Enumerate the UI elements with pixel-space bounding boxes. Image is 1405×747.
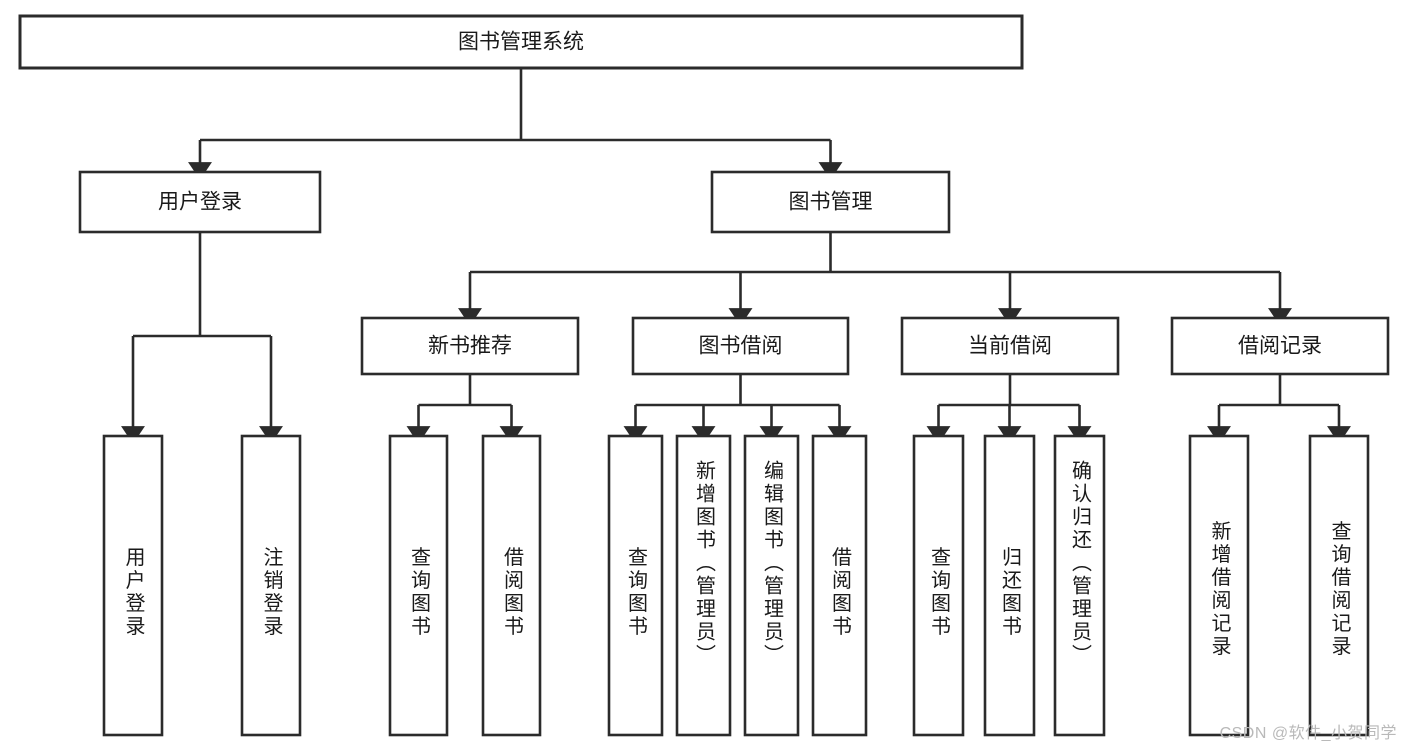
node-box (1188, 434, 1250, 737)
root-node-1-node-e59bbee4b9a6e7aea1e79086e7b3bbe7bb9f[interactable]: 图书管理系统 (18, 14, 1024, 70)
leaf-node-11-node-e7a1aee8aea4e5bd92e8bf98efbc88e7aea1e79086e59198efbc89[interactable]: 确认归还（管理员） (1053, 434, 1106, 737)
node-label: 当前借阅 (968, 335, 1052, 358)
node-box (102, 434, 164, 737)
level3-node-2-node-e59bbee4b9a6e5809fe99885[interactable]: 图书借阅 (631, 316, 850, 376)
node-box (743, 434, 800, 737)
leaf-node-1-node-e794a8e688b7e799bbe5bd95[interactable]: 用户登录 (102, 434, 164, 737)
node-box (1308, 434, 1370, 737)
node-box (607, 434, 664, 737)
leaf-node-4-node-e5809fe99885e59bbee4b9a6[interactable]: 借阅图书 (481, 434, 542, 737)
node-box (811, 434, 868, 737)
node-box (1053, 434, 1106, 737)
leaf-node-10-node-e5bd92e8bf98e59bbee4b9a6[interactable]: 归还图书 (983, 434, 1036, 737)
node-label: 新增借阅记录 (1208, 520, 1231, 658)
node-label: 借阅图书 (501, 546, 524, 638)
node-label: 图书管理系统 (458, 31, 584, 54)
node-box (360, 316, 580, 376)
node-box (78, 170, 322, 234)
leaf-node-13-node-e69fa5e8afa2e5809fe99885e8aeb0e5bd95[interactable]: 查询借阅记录 (1308, 434, 1370, 737)
node-box (388, 434, 449, 737)
leaf-node-6-node-e696b0e5a29ee59bbee4b9a6efbc88e7aea1e79086e59198efbc89[interactable]: 新增图书（管理员） (675, 434, 732, 737)
level2-node-1-node-e794a8e688b7e799bbe5bd95[interactable]: 用户登录 (78, 170, 322, 234)
leaf-node-9-node-e69fa5e8afa2e59bbee4b9a6[interactable]: 查询图书 (912, 434, 965, 737)
node-label: 查询借阅记录 (1328, 520, 1351, 658)
level3-node-3-node-e5bd93e5898de5809fe99885[interactable]: 当前借阅 (900, 316, 1120, 376)
node-box (481, 434, 542, 737)
connector-lines (121, 68, 1351, 444)
node-label: 查询图书 (625, 546, 648, 638)
node-box (710, 170, 951, 234)
node-label: 用户登录 (158, 191, 242, 214)
node-box (675, 434, 732, 737)
node-box (900, 316, 1120, 376)
node-box (1170, 316, 1390, 376)
node-label: 图书管理 (789, 191, 873, 214)
node-label: 注销登录 (260, 546, 283, 638)
node-label: 查询图书 (408, 546, 431, 638)
node-label: 新增图书（管理员） (693, 460, 716, 667)
node-label: 用户登录 (122, 547, 145, 639)
level3-node-1-node-e696b0e4b9a6e68ea8e88d90[interactable]: 新书推荐 (360, 316, 580, 376)
leaf-node-12-node-e696b0e5a29ee5809fe99885e8aeb0e5bd95[interactable]: 新增借阅记录 (1188, 434, 1250, 737)
node-label: 归还图书 (999, 546, 1022, 638)
node-label: 查询图书 (928, 546, 951, 638)
node-boxes: 用户登录图书管理新书推荐图书借阅当前借阅借阅记录用户登录注销登录查询图书借阅图书… (18, 14, 1390, 737)
node-box (18, 14, 1024, 70)
leaf-node-5-node-e69fa5e8afa2e59bbee4b9a6[interactable]: 查询图书 (607, 434, 664, 737)
node-box (912, 434, 965, 737)
leaf-node-7-node-e7bc96e8be91e59bbee4b9a6efbc88e7aea1e79086e59198efbc89[interactable]: 编辑图书（管理员） (743, 434, 800, 737)
level2-node-2-node-e59bbee4b9a6e7aea1e79086[interactable]: 图书管理 (710, 170, 951, 234)
node-label: 借阅记录 (1238, 335, 1322, 358)
node-box (240, 434, 302, 737)
level3-node-4-node-e5809fe99885e8aeb0e5bd95[interactable]: 借阅记录 (1170, 316, 1390, 376)
leaf-node-2-node-e6b3a8e99480e799bbe5bd95[interactable]: 注销登录 (240, 434, 302, 737)
node-label: 借阅图书 (829, 546, 852, 638)
leaf-node-3-node-e69fa5e8afa2e59bbee4b9a6[interactable]: 查询图书 (388, 434, 449, 737)
node-label: 图书借阅 (699, 335, 783, 358)
node-box (983, 434, 1036, 737)
node-label: 编辑图书（管理员） (761, 460, 784, 667)
node-label: 新书推荐 (428, 335, 512, 358)
leaf-node-8-node-e5809fe99885e59bbee4b9a6[interactable]: 借阅图书 (811, 434, 868, 737)
node-label: 确认归还（管理员） (1069, 460, 1092, 667)
node-box (631, 316, 850, 376)
